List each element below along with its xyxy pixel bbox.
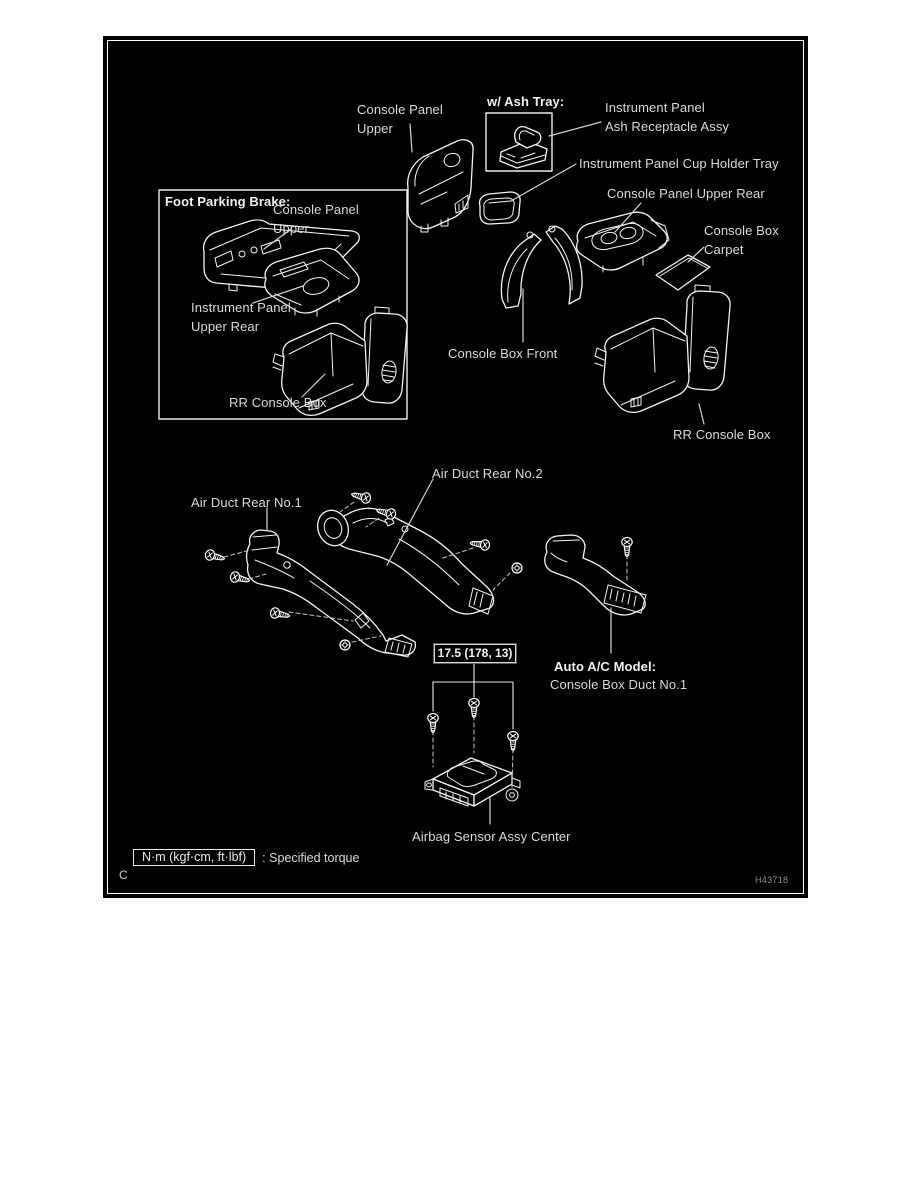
screw-icon xyxy=(468,697,480,719)
air-duct-rear-no2-part xyxy=(316,507,495,615)
console-panel-upper-label: Console Panel Upper xyxy=(357,100,443,138)
nut-icon xyxy=(339,639,351,651)
ash-tray-group-heading: w/ Ash Tray: xyxy=(487,94,565,109)
auto-ac-model-heading: Auto A/C Model: xyxy=(554,659,657,674)
fpb-console-panel-upper-label-line2: Upper xyxy=(273,221,309,236)
airbag-screws xyxy=(427,697,519,788)
fpb-rr-console-box-part xyxy=(272,306,408,416)
console-panel-upper-label-line1: Console Panel xyxy=(357,102,443,117)
screw-icon xyxy=(621,536,633,558)
torque-unit-box: N·m (kgf·cm, ft·lbf) xyxy=(133,849,256,866)
ash-receptacle-part xyxy=(499,126,548,169)
ash-receptacle-label: Instrument Panel Ash Receptacle Assy xyxy=(605,98,729,136)
fpb-instrument-panel-upper-rear-label-line1: Instrument Panel xyxy=(191,300,291,315)
screw-icon xyxy=(468,537,491,552)
ash-receptacle-label-line1: Instrument Panel xyxy=(605,100,705,115)
console-box-carpet-part xyxy=(655,254,711,291)
ash-receptacle-label-line2: Ash Receptacle Assy xyxy=(605,119,730,134)
console-panel-upper-rear-label: Console Panel Upper Rear xyxy=(607,186,765,201)
torque-legend: N·m (kgf·cm, ft·lbf) : Specified torque xyxy=(133,849,359,866)
nut-icon xyxy=(511,562,523,574)
duct2-screws xyxy=(339,488,523,591)
fpb-console-panel-upper-label-line1: Console Panel xyxy=(273,202,359,217)
fpb-rr-console-box-label: RR Console Box xyxy=(229,395,327,410)
rr-console-box-label: RR Console Box xyxy=(673,427,771,442)
console-box-carpet-label: Console Box Carpet xyxy=(704,221,779,259)
duct1-screws xyxy=(203,548,382,651)
airbag-sensor-part xyxy=(424,757,521,807)
fpb-instrument-panel-upper-rear-label-line2: Upper Rear xyxy=(191,319,260,334)
console-box-duct-no1-part xyxy=(544,534,647,616)
screw-icon xyxy=(427,712,439,734)
console-panel-upper-part xyxy=(406,139,474,233)
foot-parking-brake-group-box xyxy=(158,189,408,420)
figure-code: H43718 xyxy=(755,875,789,885)
cup-holder-tray-part xyxy=(478,191,521,225)
screw-icon xyxy=(507,730,519,752)
console-duct-screw xyxy=(621,536,633,583)
airbag-sensor-assy-center-label: Airbag Sensor Assy Center xyxy=(412,829,571,844)
torque-spec-box: 17.5 (178, 13) xyxy=(433,643,517,664)
ash-tray-group-box xyxy=(485,112,553,172)
foot-parking-brake-heading: Foot Parking Brake: xyxy=(165,194,291,209)
screw-icon xyxy=(268,606,292,622)
console-box-carpet-label-line1: Console Box xyxy=(704,223,779,238)
console-box-duct-no1-label: Console Box Duct No.1 xyxy=(550,677,688,692)
console-box-carpet-label-line2: Carpet xyxy=(704,242,744,257)
screw-icon xyxy=(203,548,227,565)
torque-legend-note: : Specified torque xyxy=(262,850,360,865)
console-box-front-label: Console Box Front xyxy=(448,346,558,361)
corner-mark: C xyxy=(119,868,128,882)
diagram-line-art xyxy=(158,112,731,825)
cup-holder-tray-label: Instrument Panel Cup Holder Tray xyxy=(579,156,779,171)
air-duct-rear-no1-part xyxy=(245,529,417,658)
console-panel-upper-label-line2: Upper xyxy=(357,121,393,136)
leader-lines xyxy=(252,121,705,825)
fpb-console-panel-upper-label: Console Panel Upper xyxy=(273,200,359,238)
console-box-front-part xyxy=(500,225,583,309)
torque-bracket-lines xyxy=(432,662,514,730)
fpb-instrument-panel-upper-rear-label: Instrument Panel Upper Rear xyxy=(191,298,291,336)
air-duct-rear-no2-label: Air Duct Rear No.2 xyxy=(432,466,543,481)
air-duct-rear-no1-label: Air Duct Rear No.1 xyxy=(191,495,302,510)
rr-console-box-part xyxy=(594,284,731,413)
exploded-parts-diagram: Console Panel Upper w/ Ash Tray: Instrum… xyxy=(103,36,808,898)
console-panel-upper-rear-part xyxy=(575,211,670,273)
